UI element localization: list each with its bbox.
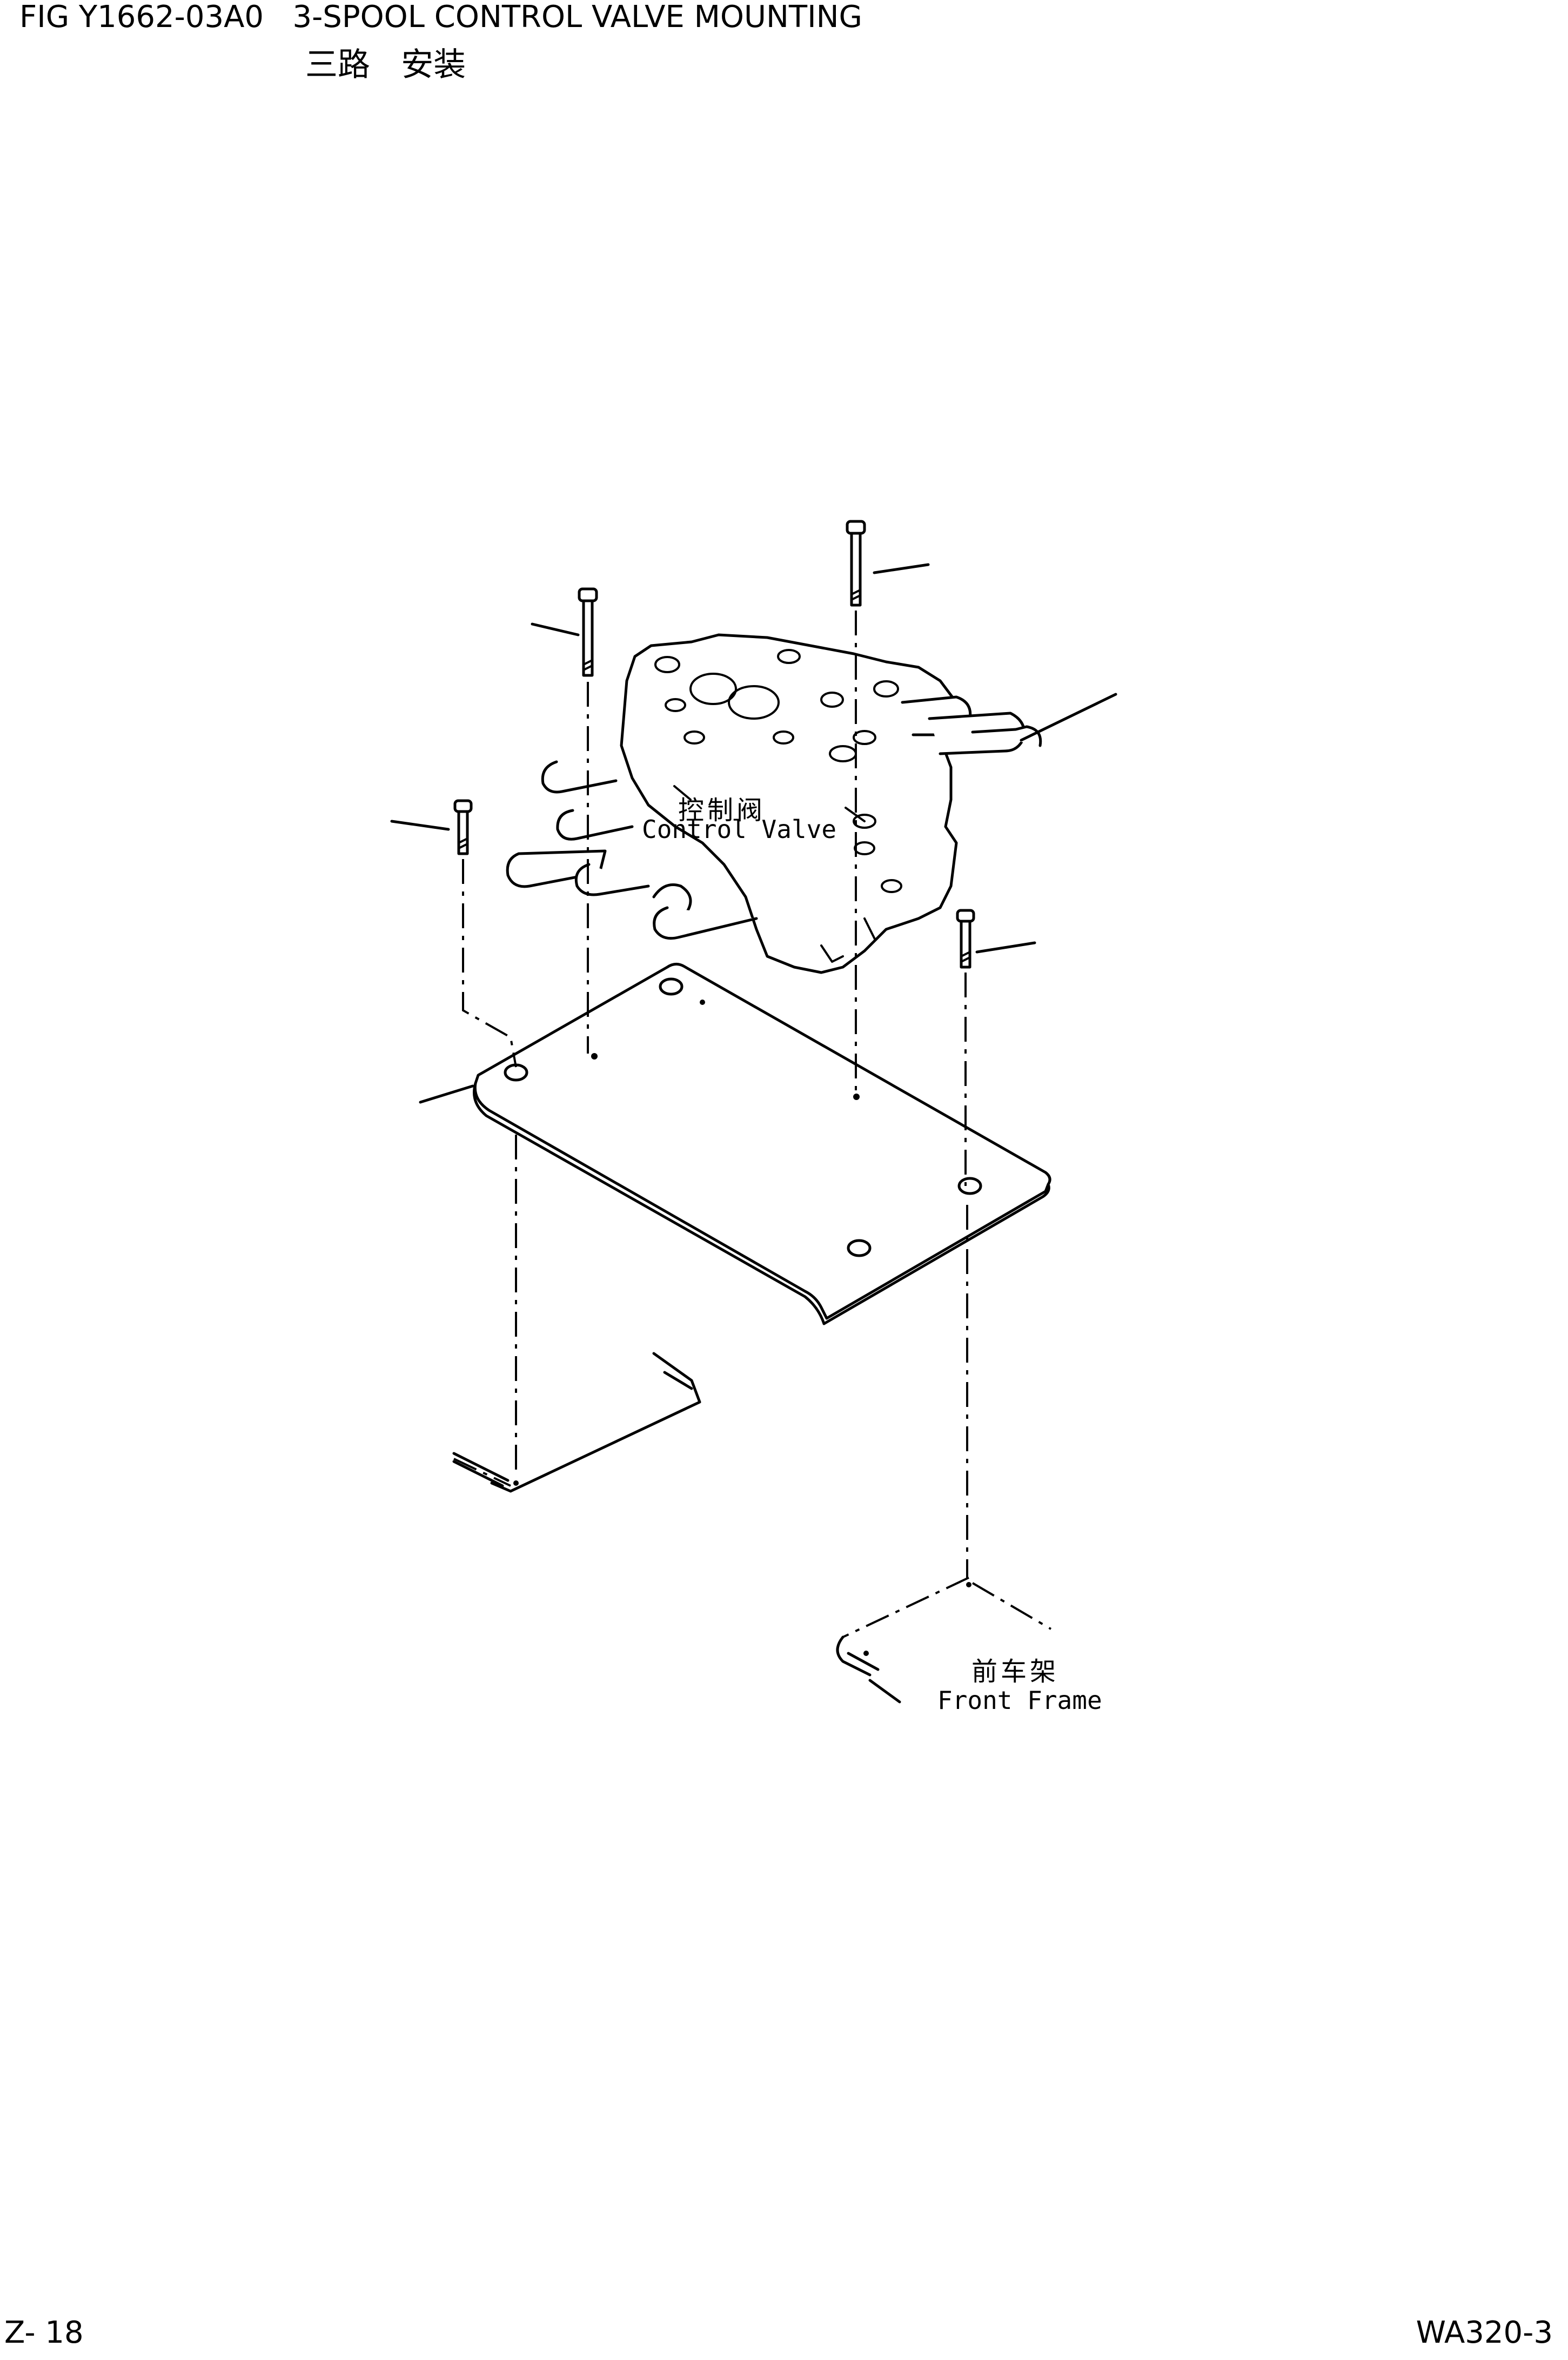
figure-subtitle: 三路 安装	[305, 46, 466, 84]
control-valve-label-cn: 控制阀	[678, 795, 766, 826]
front-frame-label: Front Frame	[937, 1686, 1102, 1715]
control-valve-label: Control Valve	[642, 815, 837, 844]
control-valve-drawing	[506, 633, 1117, 974]
page-number: Z- 18	[4, 2315, 84, 2350]
bolt-icon	[453, 799, 473, 855]
mounting-plate-drawing	[473, 963, 1051, 1325]
model-code: WA320-3	[1416, 2315, 1553, 2350]
bolt-icon	[578, 587, 598, 677]
figure-title: FIG Y1662-03A0 3-SPOOL CONTROL VALVE MOU…	[19, 0, 862, 35]
bolt-icon	[846, 520, 866, 607]
front-frame-drawing	[452, 1352, 971, 1704]
front-frame-label-cn: 前车架	[971, 1657, 1060, 1687]
bolt-icon	[956, 909, 975, 969]
